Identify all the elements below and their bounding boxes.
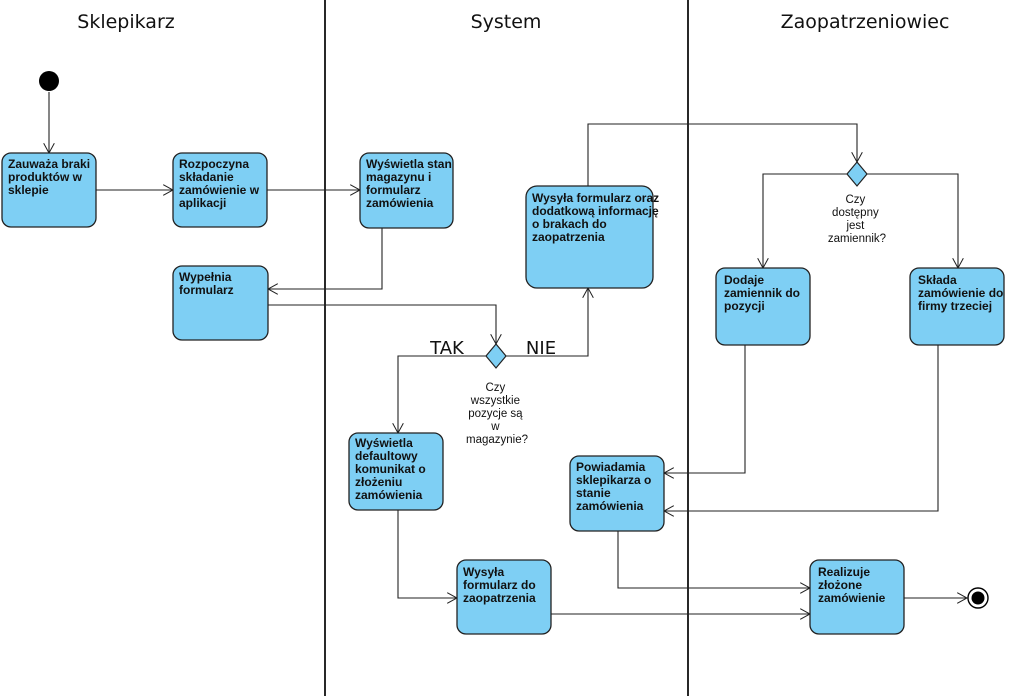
node-wysyla-formularz-oraz: Wysyła formularz oraz dodatkową informac… bbox=[525, 185, 663, 289]
svg-text:Czy dostępny jest: Czy dostępny jest zamiennik? bbox=[828, 194, 886, 245]
node-wyswietla-stan: Wyświetla stan magazynu i formularz zamó… bbox=[359, 152, 455, 229]
node-dodaje: Dodaje zamiennik do pozycji bbox=[715, 267, 811, 346]
svg-text:Wypełnia formularz: Wypełnia formularz bbox=[179, 270, 235, 297]
svg-text:Wyświetla stan magazynu: Wyświetla stan magazynu i formularz zamó… bbox=[366, 157, 455, 210]
decision-zamiennik: Czy dostępny jest zamiennik? bbox=[828, 161, 886, 245]
edge-decision2-to-sklada bbox=[867, 173, 958, 268]
branch-label-nie: NIE bbox=[526, 338, 556, 359]
edge-dodaje-to-powiadamia bbox=[664, 345, 746, 473]
node-zauwaza: Zauważa braki produktów w sklepie bbox=[1, 152, 97, 228]
node-sklada: Składa zamówienie do firmy trzeciej bbox=[909, 267, 1007, 346]
edge-default-to-wysyla bbox=[397, 510, 457, 598]
svg-text:Dodaje zamiennik do: Dodaje zamiennik do pozycji bbox=[724, 273, 803, 313]
edge-wypelnia-to-decision bbox=[268, 304, 496, 344]
svg-text:Realizuje złożone: Realizuje złożone zamówienie bbox=[818, 565, 886, 605]
node-rozpoczyna: Rozpoczyna składanie zamówienie w aplika… bbox=[172, 152, 268, 228]
lane-title-system: System bbox=[471, 11, 542, 33]
edge-decision-tak bbox=[398, 355, 486, 433]
svg-text:Zauważa braki produktów: Zauważa braki produktów w sklepie bbox=[8, 157, 93, 197]
decision-diamond-1 bbox=[485, 343, 507, 369]
svg-text:Składa zamówienie do: Składa zamówienie do firmy trzeciej bbox=[918, 273, 1007, 313]
svg-text:Wysyła formularz oraz do: Wysyła formularz oraz dodatkową informac… bbox=[532, 191, 663, 244]
lane-title-sklepikarz: Sklepikarz bbox=[77, 11, 174, 33]
svg-text:Wysyła formularz do: Wysyła formularz do zaopatrzenia bbox=[463, 565, 539, 605]
node-wyswietla-default: Wyświetla defaultowy komunikat o złożeni… bbox=[348, 432, 444, 511]
node-realizuje: Realizuje złożone zamówienie bbox=[809, 559, 905, 635]
decision-wszystkie-pozycje: Czy wszystkie pozycje są w magazynie? bbox=[466, 343, 528, 446]
svg-text:Rozpoczyna składanie: Rozpoczyna składanie zamówienie w aplika… bbox=[179, 157, 262, 210]
svg-text:Powiadamia sklepikarza o: Powiadamia sklepikarza o stanie zamówien… bbox=[576, 460, 655, 513]
svg-text:Czy wszystkie pozy: Czy wszystkie pozycje są w magazynie? bbox=[466, 382, 528, 446]
edge-wyswietla-to-wypelnia bbox=[268, 228, 383, 289]
edge-sklada-to-powiadamia bbox=[664, 345, 939, 511]
decision-diamond-2 bbox=[846, 161, 868, 187]
start-node bbox=[39, 71, 59, 91]
svg-text:Wyświetla defaultowy: Wyświetla defaultowy komunikat o złożeni… bbox=[355, 436, 429, 502]
node-powiadamia: Powiadamia sklepikarza o stanie zamówien… bbox=[569, 455, 665, 532]
edges bbox=[49, 92, 967, 614]
edge-decision2-to-dodaje bbox=[763, 173, 847, 268]
lane-title-zaopatrzeniowiec: Zaopatrzeniowiec bbox=[781, 11, 950, 33]
node-wysyla-formularz-do: Wysyła formularz do zaopatrzenia bbox=[456, 559, 552, 635]
node-wypelnia: Wypełnia formularz bbox=[172, 265, 269, 341]
edge-decision-nie bbox=[506, 288, 588, 357]
end-node bbox=[967, 587, 989, 609]
edge-powiadamia-to-realizuje bbox=[617, 531, 810, 588]
branch-label-tak: TAK bbox=[429, 338, 465, 359]
edge-wysyla-to-decision2 bbox=[587, 123, 857, 186]
